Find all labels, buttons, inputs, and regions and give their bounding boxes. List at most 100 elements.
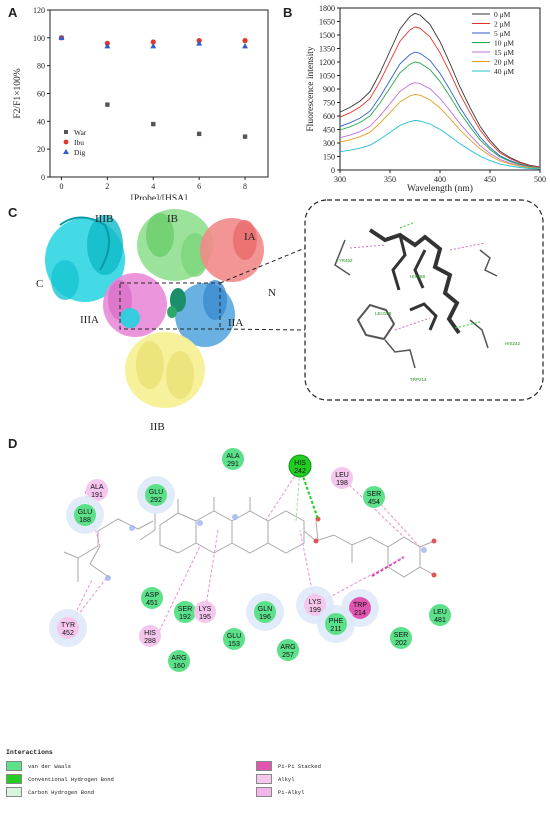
chart-b-series-line	[339, 12, 541, 168]
residue-name: GLU	[78, 509, 92, 516]
ring-centroid-dot	[129, 525, 135, 531]
chart-a-ytick-label: 0	[41, 173, 45, 182]
legend-swatch	[6, 761, 22, 771]
residue-disc	[325, 613, 347, 635]
chart-a-point-ibu	[242, 38, 248, 44]
chart-a-legend-label: Dig	[74, 148, 86, 157]
chart-b-series-line	[339, 61, 541, 169]
residue-number: 292	[150, 497, 162, 504]
residue-name: ALA	[90, 484, 104, 491]
residue-his-242: HIS242	[288, 454, 312, 478]
residue-number: 191	[91, 492, 103, 499]
legend-item-pi-alkyl: Pi-Alkyl	[256, 787, 304, 797]
chart-b-ytick-label: 1200	[319, 58, 335, 67]
residue-name: LYS	[309, 599, 322, 606]
zoom-label-his242: HIS242	[505, 341, 521, 346]
residue-disc	[429, 604, 451, 626]
zoom-line-bottom	[219, 328, 306, 331]
residue-number: 451	[146, 600, 158, 607]
ring-centroid-dot	[232, 514, 238, 520]
chart-a-ytick-label: 120	[33, 6, 45, 15]
residue-number: 195	[199, 614, 211, 621]
chart-b-ytick-label: 1350	[319, 45, 335, 54]
zoom-label-tyr452: TYR452	[336, 258, 353, 263]
chart-b-legend-label: 20 μM	[494, 58, 514, 67]
residue-name: HIS	[294, 460, 306, 467]
residue-number: 291	[227, 461, 239, 468]
residue-number: 160	[173, 663, 185, 670]
chart-b-ytick-label: 450	[323, 126, 335, 135]
legend-item-van-der-waals: van der Waals	[6, 761, 71, 771]
domain-label-c: C	[36, 278, 43, 290]
residue-disc	[223, 628, 245, 650]
chart-b-legend-label: 10 μM	[494, 39, 514, 48]
chart-b-legend-label: 40 μM	[494, 67, 514, 76]
residue-tyr-452: TYR452	[57, 617, 79, 639]
residue-disc	[288, 454, 312, 478]
chart-a-xlabel: [Probe]/[HSA]	[131, 194, 187, 200]
chart-b-ytick-label: 900	[323, 85, 335, 94]
chart-a-legend-marker	[63, 139, 69, 145]
chart-b-legend-label: 5 μM	[494, 29, 511, 38]
chart-a-point-ibu	[150, 39, 156, 45]
zoom-label-trp214: TRP214	[410, 377, 427, 382]
chart-b-ytick-label: 750	[323, 99, 335, 108]
legend-swatch	[6, 787, 22, 797]
chart-a-ytick-label: 60	[37, 90, 45, 99]
domain-label-ia: IA	[244, 231, 256, 243]
residue-leu-198: LEU198	[331, 467, 353, 489]
domain-label-ib: IB	[167, 213, 178, 225]
residue-name: PHE	[329, 618, 344, 625]
chart-b-xtick-label: 450	[484, 175, 496, 184]
chart-a-legend-marker	[64, 130, 68, 134]
chart-b-series-line	[339, 120, 541, 170]
chart-b-legend-label: 2 μM	[494, 20, 511, 29]
chart-a-point-war	[105, 102, 110, 107]
chart-b-ytick-label: 600	[323, 112, 335, 121]
residue-name: LYS	[199, 606, 212, 613]
panel-letter-a: A	[8, 5, 18, 20]
residue-name: LEU	[433, 609, 447, 616]
chart-a-xtick-label: 8	[243, 182, 247, 191]
legend-label: Carbon Hydrogen Bond	[28, 788, 95, 796]
legend-swatch	[256, 787, 272, 797]
chart-b-series-line	[339, 51, 541, 169]
residue-number: 452	[62, 630, 74, 637]
chart-b-ytick-label: 1500	[319, 31, 335, 40]
legend-label: Alkyl	[278, 775, 295, 783]
ligand-atoms	[313, 516, 437, 578]
residue-number: 198	[336, 480, 348, 487]
domain-label-iiia: IIIA	[80, 314, 99, 326]
residue-disc	[363, 486, 385, 508]
residue-number: 481	[434, 617, 446, 624]
chart-b-series-line	[339, 82, 541, 169]
domain-iiib-ribbon	[45, 215, 125, 302]
legend-label: Conventional Hydrogen Bond	[28, 775, 114, 783]
legend-item-alkyl: Alkyl	[256, 774, 295, 784]
chart-a-ytick-label: 20	[37, 145, 45, 154]
domain-label-iia: IIA	[228, 317, 243, 329]
chart-a-legend-marker	[63, 149, 69, 154]
residue-disc	[390, 627, 412, 649]
chart-a-point-dig	[104, 43, 111, 49]
residue-number: 211	[330, 626, 341, 633]
chart-b-ylabel: Fluorescence intensity	[306, 46, 316, 131]
ring-centroid-dot	[197, 520, 203, 526]
domain-label-iiib: IIIB	[95, 213, 113, 225]
domain-iib-ribbon	[125, 332, 205, 408]
residue-name: GLU	[149, 489, 163, 496]
residue-number: 192	[179, 614, 191, 621]
interactions-legend-title: Interactions	[6, 749, 53, 756]
residue-trp-214: TRP214	[349, 597, 371, 619]
residue-name: LEU	[335, 472, 349, 479]
chart-a-xtick-label: 0	[59, 182, 63, 191]
residue-disc	[168, 650, 190, 672]
